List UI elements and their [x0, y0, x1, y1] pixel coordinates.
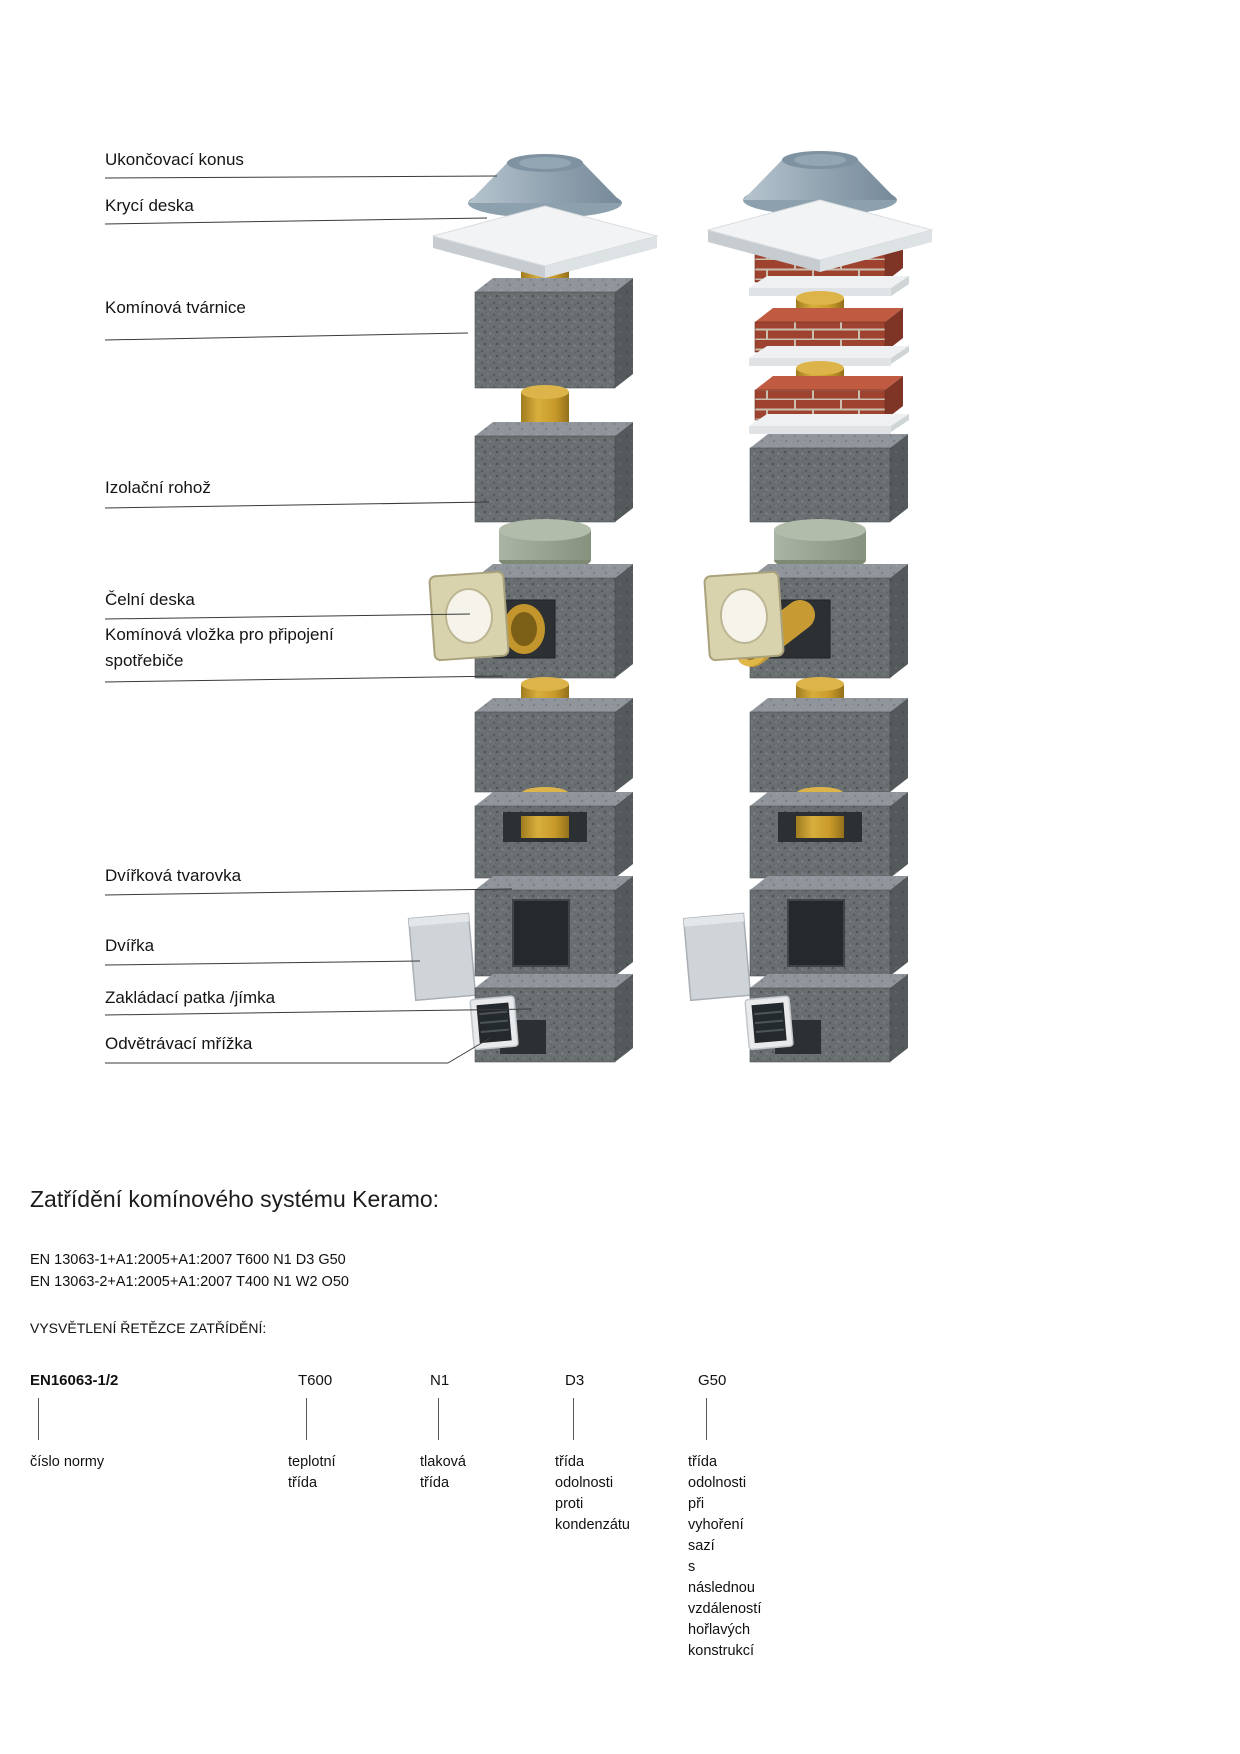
part-label-odvetravaci-mrizka: Odvětrávací mřížka — [105, 1034, 253, 1053]
door-block — [749, 876, 908, 977]
chimney-block — [474, 278, 633, 389]
chain-meaning: číslo normy — [30, 1454, 105, 1470]
classification-chain: EN16063-1/2 číslo normy T600 teplotní tř… — [30, 1372, 1215, 1659]
insulation-mat — [499, 519, 591, 571]
brick-crown-layer — [749, 308, 909, 366]
chain-meaning: třída odolnosti při vyhoření sazí s násl… — [688, 1454, 762, 1660]
vent-grille — [469, 995, 519, 1051]
base-unit — [474, 974, 633, 1063]
cone-cap — [468, 154, 622, 218]
chimney-block — [749, 698, 908, 793]
standard-line-2: EN 13063-2+A1:2005+A1:2007 T400 N1 W2 O5… — [30, 1273, 349, 1290]
part-label-dvirka: Dvířka — [105, 936, 155, 955]
chain-code: N1 — [430, 1372, 450, 1389]
chain-item-soot-fire: G50 třída odolnosti při vyhoření sazí s … — [688, 1372, 761, 1659]
standards-list: EN 13063-1+A1:2005+A1:2007 T600 N1 D3 G5… — [30, 1250, 349, 1294]
brick-crown-layer — [749, 376, 909, 434]
chain-item-condensate: D3 třída odolnosti proti kondenzátu — [555, 1372, 630, 1533]
classification-title: Zatřídění komínového systému Keramo: — [30, 1186, 440, 1212]
chain-connector-line — [306, 1398, 307, 1440]
cover-plate — [706, 199, 934, 272]
chain-code: G50 — [698, 1372, 727, 1389]
chimney-block — [474, 422, 633, 523]
chain-item-temperature: T600 teplotní třída — [288, 1372, 336, 1491]
chimney-exploded-illustration — [104, 151, 934, 1064]
chain-meaning: třída odolnosti proti kondenzátu — [555, 1454, 630, 1534]
part-label-izolacni-rohoz: Izolační rohož — [105, 478, 211, 497]
chain-code: EN16063-1/2 — [30, 1372, 119, 1389]
left-chimney — [407, 154, 659, 1063]
part-label-kominova-tvarnice: Komínová tvárnice — [105, 298, 246, 317]
chain-connector-line — [38, 1398, 39, 1440]
chain-connector-line — [438, 1398, 439, 1440]
front-plate — [428, 570, 510, 662]
chain-connector-line — [706, 1398, 707, 1440]
part-label-celni-deska: Čelní deska — [105, 590, 195, 609]
chain-connector-line — [573, 1398, 574, 1440]
leader-lines — [104, 175, 533, 1064]
door-block — [474, 792, 633, 879]
chain-item-norm: EN16063-1/2 číslo normy — [30, 1372, 119, 1470]
part-label-dvirkova-tvarovka: Dvířková tvarovka — [105, 866, 242, 885]
part-label-kominova-vlozka: Komínová vložka pro připojení spotřebiče — [105, 625, 334, 670]
standard-line-1: EN 13063-1+A1:2005+A1:2007 T600 N1 D3 G5… — [30, 1252, 346, 1268]
chain-code: D3 — [565, 1372, 585, 1389]
explanation-heading: VYSVĚTLENÍ ŘETĚZCE ZATŘÍDĚNÍ: — [30, 1320, 267, 1336]
chimney-block — [749, 434, 908, 523]
right-chimney — [682, 151, 934, 1063]
part-label-kryci-deska: Krycí deska — [105, 196, 194, 215]
part-label-ukoncovaci-konus: Ukončovací konus — [105, 150, 244, 169]
door-block — [749, 792, 908, 879]
cover-plate — [431, 205, 659, 278]
door-panel — [407, 912, 477, 1002]
front-plate — [703, 570, 785, 662]
chain-meaning: tlaková třída — [420, 1454, 466, 1492]
insulation-mat — [774, 519, 866, 571]
part-label-zakladaci-patka: Zakládací patka /jímka — [105, 988, 276, 1007]
chain-item-pressure: N1 tlaková třída — [420, 1372, 466, 1491]
chain-code: T600 — [298, 1372, 333, 1389]
door-block — [474, 876, 633, 977]
door-panel — [682, 912, 752, 1002]
chain-meaning: teplotní třída — [288, 1454, 336, 1492]
vent-grille — [744, 995, 794, 1051]
chimney-block — [474, 698, 633, 793]
